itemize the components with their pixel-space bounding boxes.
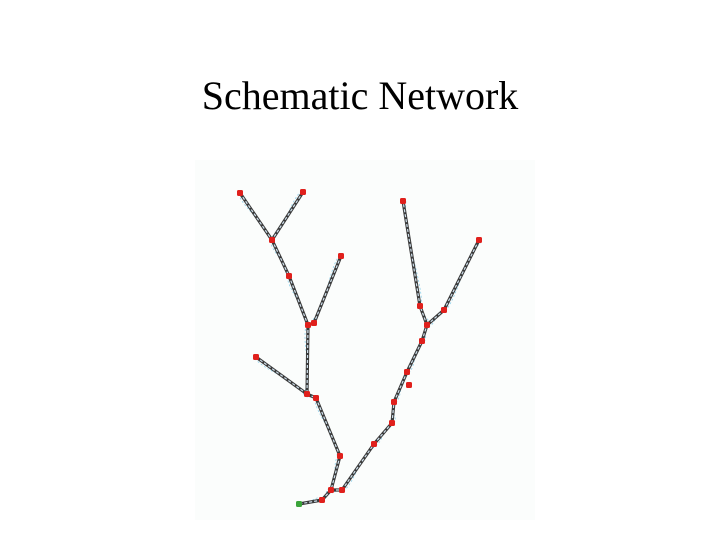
- network-node: [311, 320, 317, 326]
- network-node: [389, 420, 395, 426]
- network-edge-inner: [426, 309, 445, 326]
- network-node: [417, 303, 423, 309]
- network-node: [328, 487, 334, 493]
- network-node: [400, 198, 406, 204]
- network-node: [339, 487, 345, 493]
- network-edge-inner: [402, 200, 421, 307]
- network-node: [313, 395, 319, 401]
- network-node: [404, 369, 410, 375]
- network-node: [300, 189, 306, 195]
- network-node: [237, 190, 243, 196]
- slide-title: Schematic Network: [201, 73, 519, 118]
- network-node: [305, 322, 311, 328]
- network-edge-inner: [419, 305, 428, 326]
- network-node: [253, 354, 259, 360]
- network-edge-inner: [391, 401, 395, 424]
- network-edge-inner: [239, 192, 273, 241]
- network-node: [391, 399, 397, 405]
- network-edges: [238, 190, 481, 506]
- network-edge-inner: [313, 255, 342, 324]
- network-edge-inner: [315, 397, 341, 457]
- network-node: [319, 497, 325, 503]
- network-node: [286, 273, 292, 279]
- network-edge-inner: [306, 324, 309, 395]
- network-node: [476, 237, 482, 243]
- network-edge-inner: [406, 340, 423, 373]
- network-node: [419, 338, 425, 344]
- network-node: [304, 391, 310, 397]
- network-node: [371, 441, 377, 447]
- network-edge-inner: [443, 239, 480, 311]
- network-edge-inner: [341, 443, 375, 491]
- network-edge: [372, 421, 394, 446]
- network-node: [269, 237, 275, 243]
- network-edge-inner: [255, 356, 308, 395]
- schematic-network-diagram: [195, 160, 535, 520]
- network-node: [406, 382, 412, 388]
- network-node: [337, 453, 343, 459]
- network-node: [441, 307, 447, 313]
- network-edge-inner: [393, 371, 408, 403]
- flow-trace: [343, 445, 377, 492]
- network-node: [424, 322, 430, 328]
- network-edge-inner: [288, 275, 309, 326]
- outlet-node: [296, 501, 302, 507]
- network-edge-inner: [271, 239, 290, 277]
- figure-background: [195, 160, 535, 520]
- network-node: [338, 253, 344, 259]
- network-nodes: [237, 189, 482, 507]
- network-edge-inner: [271, 191, 304, 241]
- network-edge-inner: [330, 455, 341, 491]
- network-edge-inner: [298, 499, 323, 505]
